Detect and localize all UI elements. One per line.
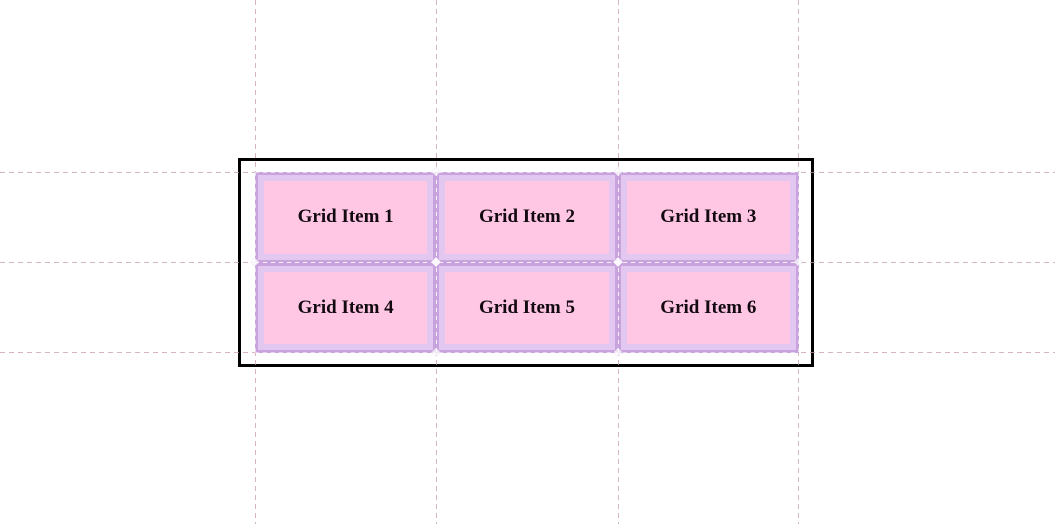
grid-item-5: Grid Item 5 — [439, 265, 615, 350]
grid-item-1: Grid Item 1 — [258, 175, 434, 260]
grid-item-3: Grid Item 3 — [620, 175, 796, 260]
grid-item-2: Grid Item 2 — [439, 175, 615, 260]
css-grid: Grid Item 1 Grid Item 2 Grid Item 3 Grid… — [255, 172, 799, 353]
grid-item-4: Grid Item 4 — [258, 265, 434, 350]
grid-item-6: Grid Item 6 — [620, 265, 796, 350]
